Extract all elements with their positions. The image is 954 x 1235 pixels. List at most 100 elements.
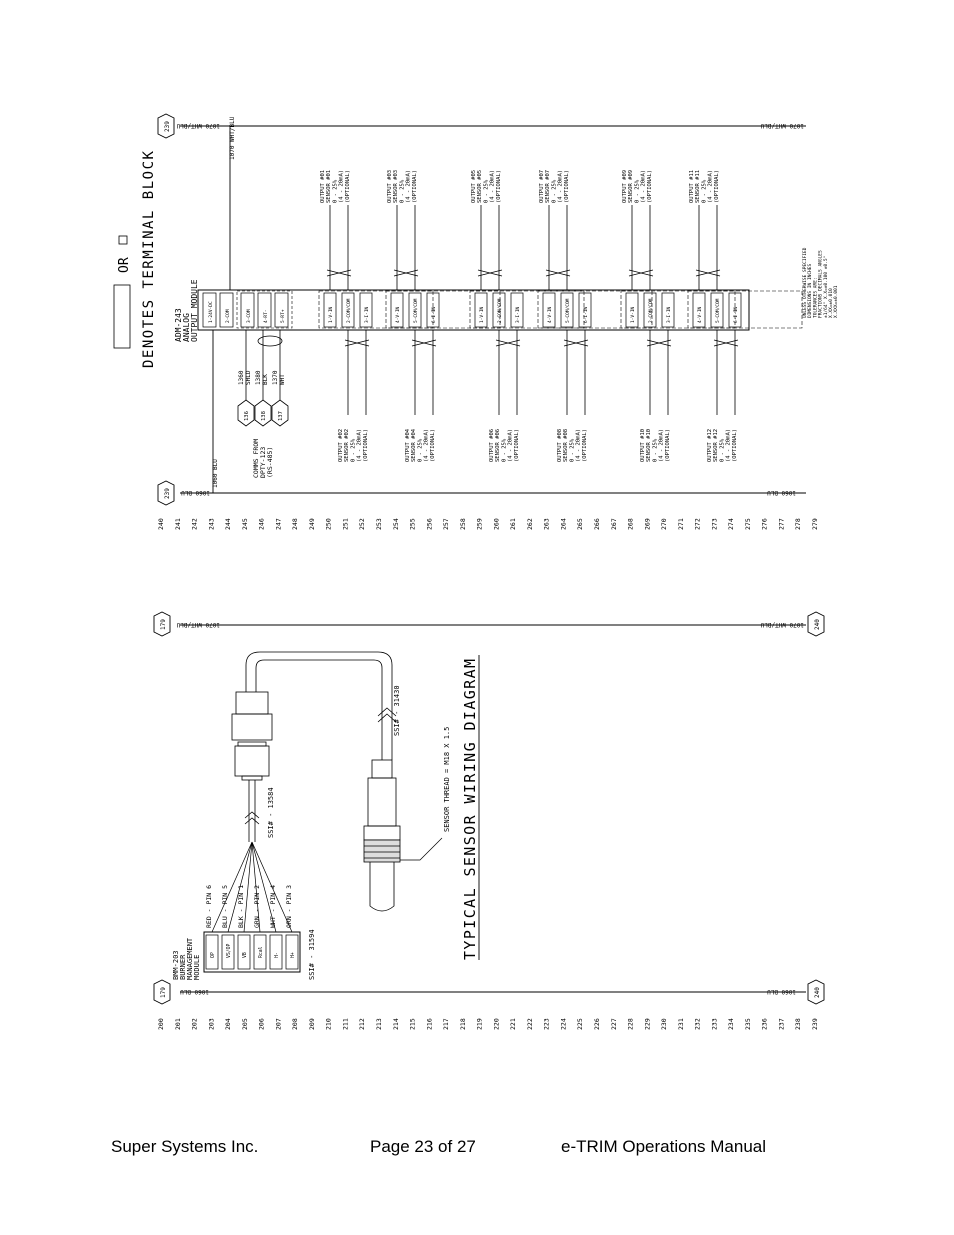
line-number: 259 <box>476 518 484 530</box>
bmm-terminal-label: OP <box>210 952 216 958</box>
line-number: 215 <box>409 1018 417 1030</box>
line-number: 262 <box>526 518 534 530</box>
bmm-terminal-block <box>285 934 299 970</box>
output-label-upper: (4 - 20mA) <box>339 170 345 203</box>
line-number: 219 <box>476 1018 484 1030</box>
output-group-outline <box>687 290 803 329</box>
terminal-block <box>560 292 574 328</box>
svg-text:239: 239 <box>164 488 171 499</box>
output-label-upper: 0 - 25% <box>551 179 557 203</box>
output-label-lower: SENSOR #04 <box>411 428 417 462</box>
line-number: 206 <box>258 1018 266 1030</box>
line-number: 268 <box>627 518 635 530</box>
terminal-block <box>728 292 742 328</box>
svg-text:179: 179 <box>160 987 167 998</box>
line-number: 250 <box>325 518 333 530</box>
bmm-terminal-block <box>253 934 267 970</box>
terminal-label: 6-I-IN <box>733 306 739 323</box>
cable-2-label: SSI# - 31430 <box>393 685 401 736</box>
line-number: 267 <box>610 518 618 530</box>
comms-wire-color: SHLD <box>245 370 252 385</box>
line-number: 247 <box>274 518 282 530</box>
output-label-lower: SENSOR #10 <box>646 429 652 462</box>
output-label-lower: OUTPUT #04 <box>405 428 411 462</box>
terminal-block <box>408 292 422 328</box>
ref-hex-left-top: 179 <box>153 611 171 637</box>
line-number: 203 <box>207 1018 215 1030</box>
output-group-outline <box>318 290 434 329</box>
sensor-fan-wires <box>211 841 293 933</box>
line-number: 273 <box>710 518 718 530</box>
output-label-upper: OUTPUT #01 <box>320 170 326 203</box>
bus-bottom-label: 1060 BLU <box>181 489 210 496</box>
output-label-lower: (4 - 20mA) <box>576 429 582 462</box>
sensor-body <box>363 759 401 912</box>
typical-sensor-title: TYPICAL SENSOR WIRING DIAGRAM <box>461 658 479 961</box>
output-label-upper: OUTPUT #11 <box>689 170 695 203</box>
bus-bottom-label-b: 1060 BLU <box>180 988 209 995</box>
output-label-lower: OUTPUT #08 <box>557 429 563 462</box>
terminal-label: 3-COM <box>246 309 252 323</box>
terminal-label: 1-V-IN <box>328 306 334 323</box>
bmm-terminal-label: H+ <box>290 952 296 958</box>
line-number: 239 <box>811 1018 819 1030</box>
line-number: 275 <box>744 518 752 530</box>
line-number: 265 <box>576 518 584 530</box>
bmm-cable-label: SSI# - 31594 <box>308 929 316 980</box>
output-label-upper: SENSOR #03 <box>393 170 399 203</box>
output-label-lower: SENSOR #12 <box>713 429 719 462</box>
terminal-block-legend-box <box>113 284 131 349</box>
output-group-outline <box>469 290 585 329</box>
comms-label-2: DPTY-123 <box>259 447 267 478</box>
tolerance-line: UNLESS OTHERWISE SPECIFIED <box>802 247 808 318</box>
bmm-terminal-label: VB <box>242 952 248 958</box>
output-label-lower: 0 - 25% <box>719 438 725 462</box>
shield-ellipse <box>257 335 283 347</box>
output-label-upper: (4 - 20mA) <box>558 170 564 203</box>
line-number: 263 <box>543 518 551 530</box>
terminal-label: 2-COM <box>225 309 231 323</box>
legend-denotes-text: DENOTES TERMINAL BLOCK <box>141 150 157 368</box>
output-label-upper: OUTPUT #03 <box>387 170 393 203</box>
terminal-block <box>661 292 675 328</box>
output-label-upper: SENSOR #11 <box>695 170 701 203</box>
tolerance-line: X.XX=±0.010 <box>828 288 834 318</box>
legend-or-text: OR <box>117 257 132 273</box>
bus-top-label-b-right: 1070 WHT/BLU <box>760 621 804 628</box>
line-number: 264 <box>559 518 567 530</box>
module-label-3: OUTPUT MODULE <box>190 279 199 342</box>
line-number: 257 <box>442 518 450 530</box>
bmm-terminal-block <box>221 934 235 970</box>
line-number: 277 <box>777 518 785 530</box>
sensor-loop-cable <box>245 651 393 760</box>
comms-wire-number: 1380 <box>255 370 262 385</box>
output-label-upper: SENSOR #01 <box>326 170 332 203</box>
svg-text:240: 240 <box>814 619 821 630</box>
terminal-block <box>390 292 404 328</box>
line-number: 228 <box>627 1018 635 1030</box>
line-number: 202 <box>191 1018 199 1030</box>
line-number: 278 <box>794 518 802 530</box>
bus-top-label-b: 1070 WHT/BLU <box>176 621 220 628</box>
line-number: 246 <box>258 518 266 530</box>
output-group-outline <box>385 290 501 329</box>
comms-node-label: 136 <box>244 411 250 421</box>
svg-text:240: 240 <box>814 987 821 998</box>
output-label-upper: OUTPUT #09 <box>622 170 628 203</box>
output-label-lower: (OPTIONAL) <box>732 429 738 462</box>
line-number: 240 <box>157 518 165 530</box>
output-label-upper: OUTPUT #05 <box>471 170 477 203</box>
line-number: 244 <box>224 518 232 530</box>
bmm-terminal-block <box>269 934 283 970</box>
line-number: 212 <box>358 1018 366 1030</box>
output-label-upper: (4 - 20mA) <box>708 170 714 203</box>
terminal-label: 2-COM/COM <box>346 298 352 323</box>
line-number: 207 <box>274 1018 282 1030</box>
line-number: 211 <box>341 1018 349 1030</box>
comms-label-3: (RS-485) <box>266 447 274 478</box>
terminal-label: 3-I-IN <box>666 306 672 323</box>
